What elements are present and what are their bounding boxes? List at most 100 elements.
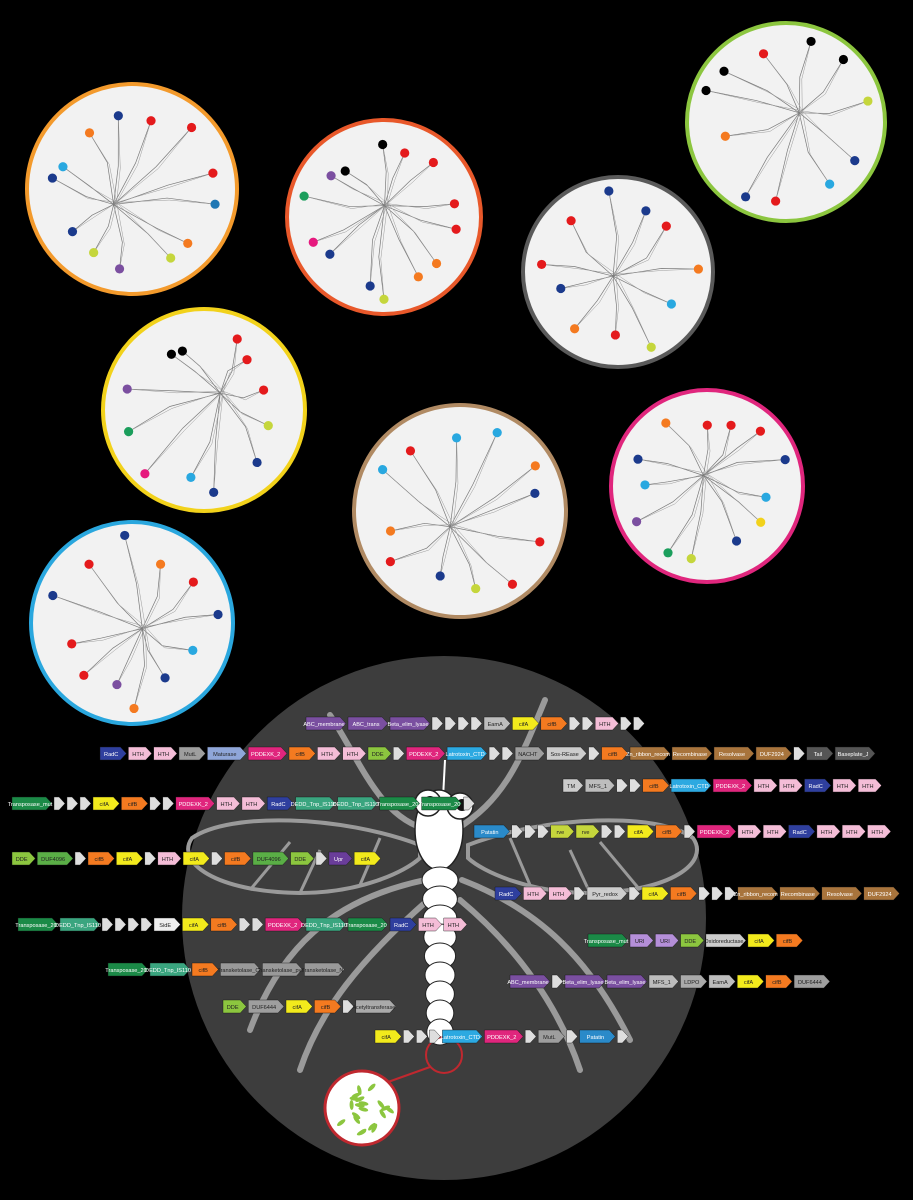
tree-branch [453,465,536,525]
tree-tip [252,457,262,468]
tree-tip [755,426,766,436]
tree-tip [113,111,123,121]
gene-arrow [867,824,892,839]
gene-arrow [157,851,182,866]
tree-panel-ring [352,403,568,619]
tree-branch [703,425,732,476]
gene-arrow [444,716,457,731]
gene-arrow [116,851,144,866]
tree-branch [380,203,388,300]
tree-tip [771,196,781,206]
gene-label: DUF2924 [868,892,892,898]
tree-branch [799,100,869,114]
tree-tip [232,334,242,344]
gene-arrow [92,796,120,811]
gene-label: DUF4096 [41,857,65,863]
tree-tip [326,171,336,181]
gene-arrow [587,933,629,948]
gene-arrow [140,917,153,932]
gene-arrow [670,778,712,793]
tree-tip [122,384,132,394]
gene-label: Latrotoxin_CTD [670,784,709,790]
tree-branch [706,430,761,474]
tree-tip [666,299,677,309]
mosquito-leg [452,697,548,833]
gene-arrow [355,999,397,1014]
tree-tip [640,480,650,490]
tree-tip [451,433,462,443]
gene-arrow [182,851,210,866]
wing-vein [508,837,532,886]
gene-label: HTH [599,722,611,728]
tree-branch [390,522,451,532]
gene-arrow [753,778,778,793]
gene-label: HTH [321,752,333,758]
gene-arrow [779,778,803,793]
tree-tip [263,420,273,431]
bacterium [367,1083,376,1092]
gene-arrow [406,746,446,761]
gene-arrow [483,716,511,731]
bacterium [353,1115,361,1124]
tree-branch [745,112,800,197]
tree-branch [145,581,194,627]
gene-arrow [314,999,342,1014]
gene-label: HTH [846,830,858,836]
tree-branch [775,112,800,202]
gene-arrow [285,999,313,1014]
tree-panel-ring [609,388,805,584]
gene-arrow [708,974,736,989]
tree-branch [449,465,536,528]
gene-label: URI [635,939,645,945]
gene-label: Latrotoxin_CTD [441,1035,480,1041]
gene-arrow [153,746,178,761]
gene-label: Oxidoreductase [704,939,743,945]
tree-branch [223,391,258,463]
tree-tip [67,227,78,237]
tree-branch [612,225,667,277]
gene-arrow [484,1029,524,1044]
tree-branch [124,535,143,629]
tree-branch [113,115,119,205]
gene-arrow [537,824,549,839]
tree-branch [745,110,803,197]
gene-arrow [779,886,821,901]
tree-tip [209,487,219,497]
tree-tip [160,673,170,683]
tree-tip [451,224,461,234]
bacterium [379,1109,386,1119]
tree-branch [390,524,454,562]
gene-arrow [488,746,501,761]
tree-tip [155,559,166,569]
tree-tip [385,526,396,536]
gene-label: Transposase_20 [345,923,386,929]
gene-label: URI [660,939,670,945]
gene-label: Transposase_mut [8,802,53,808]
bacterium [377,1100,385,1109]
gene-label: HTH [347,752,359,758]
tree-tip [340,166,350,176]
gene-arrow [247,746,288,761]
gene-label: cifA [123,857,133,863]
gene-arrow [755,746,792,761]
gene-label: Recombinase [673,752,707,758]
gene-arrow [429,1029,441,1044]
tree-panel [352,403,568,619]
bacterium [357,1085,362,1095]
gene-label: cifB [547,722,557,728]
gene-arrow [601,746,629,761]
tree-branch [574,273,617,329]
tree-branch [387,203,419,277]
tree-branch [706,473,761,523]
tree-branch [705,90,803,112]
gene-label: DDE [372,752,384,758]
tree-tip [756,517,766,527]
tree-branch [452,432,498,525]
tree-tip [641,206,651,216]
gene-arrow [305,716,347,731]
gene-arrow [509,974,551,989]
gene-arrow [582,716,594,731]
gene-arrow [523,886,547,901]
